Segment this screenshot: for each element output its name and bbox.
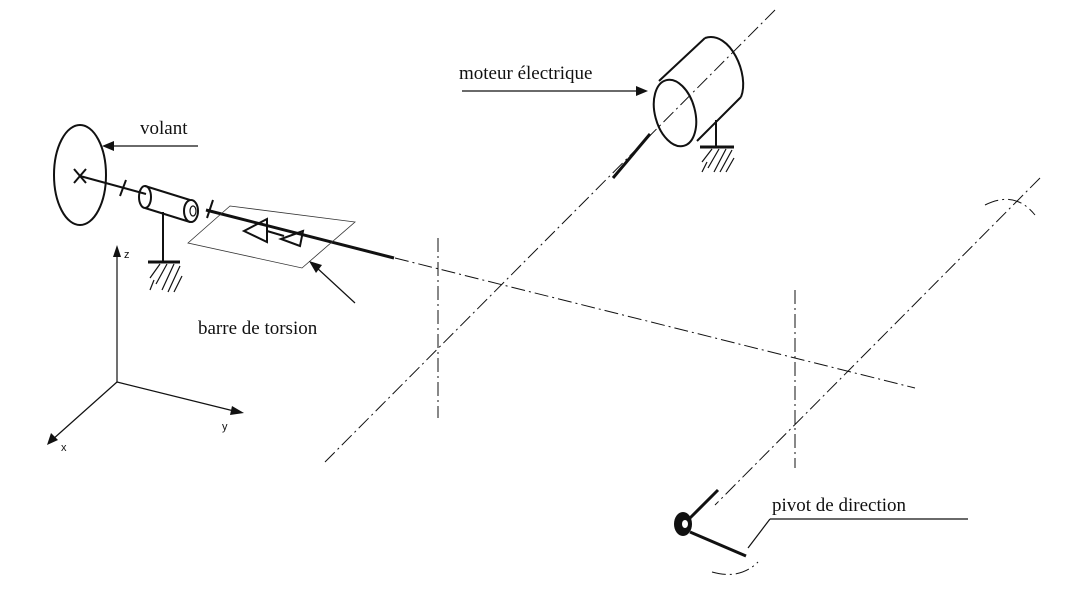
steering-pivot (674, 488, 747, 558)
steering-column (79, 175, 395, 260)
housing-front-face (183, 199, 199, 223)
column-shaft-upper (79, 175, 147, 195)
torsion-spring-link (266, 230, 285, 237)
pivot-arm-upper (688, 488, 720, 520)
bearing-mark-left (119, 179, 127, 197)
y-axis (116, 381, 239, 413)
pivot-label: pivot de direction (772, 495, 907, 516)
wheel-label: volant (140, 118, 188, 139)
torsion-spring-right-triangle (278, 229, 305, 248)
pivot-arm-lower (689, 530, 747, 558)
electric-motor (611, 36, 745, 179)
motor-body-bottom (696, 96, 742, 142)
y-axis-arrowhead (230, 406, 244, 415)
column-shaft-lower (205, 208, 395, 260)
motor-ground-hatching (701, 148, 735, 173)
motor-output-shaft (611, 133, 652, 179)
z-axis-label: z (124, 249, 130, 261)
pivot-label-leader (747, 518, 771, 549)
pivot-top-arc (984, 198, 1036, 216)
torsion-bar-label: barre de torsion (198, 318, 318, 339)
x-axis-arrowhead (47, 433, 58, 445)
housing-front-bore (189, 205, 197, 217)
motor-axis-line (324, 9, 776, 463)
column-housing (138, 185, 199, 223)
label-arrows (102, 86, 968, 549)
x-axis-label: x (61, 442, 67, 454)
housing-top-edge (144, 185, 191, 201)
column-axis-line (394, 257, 916, 389)
housing-bottom-edge (144, 207, 191, 223)
motor-label: moteur électrique (459, 63, 592, 84)
column-ground-support (148, 212, 183, 293)
torsion-spring-left-triangle (241, 217, 268, 244)
pivot-bottom-arc (711, 561, 759, 575)
construction-lines (324, 9, 1041, 575)
torsion-label-arrowhead (309, 261, 322, 273)
pivot-axis-line (714, 177, 1041, 506)
motor-rear-cap (704, 36, 745, 98)
torsion-bar (187, 205, 356, 269)
bearing-mark-right (206, 199, 214, 219)
column-ground-hatching (149, 263, 183, 293)
x-axis (51, 381, 118, 441)
pivot-hub-bore (682, 520, 688, 528)
torsion-label-arrow (315, 266, 356, 304)
z-axis-arrowhead (113, 245, 121, 257)
motor-front-face (652, 78, 698, 148)
steering-wheel (53, 124, 107, 226)
steering-wheel-rim (53, 124, 107, 226)
y-axis-label: y (222, 421, 228, 433)
housing-rear-face (138, 185, 152, 209)
motor-label-arrowhead (636, 86, 648, 96)
coordinate-axes: z y x (47, 245, 244, 454)
torsion-bar-plane (187, 205, 356, 269)
motor-body-top (658, 37, 706, 82)
wheel-label-arrowhead (102, 141, 114, 151)
